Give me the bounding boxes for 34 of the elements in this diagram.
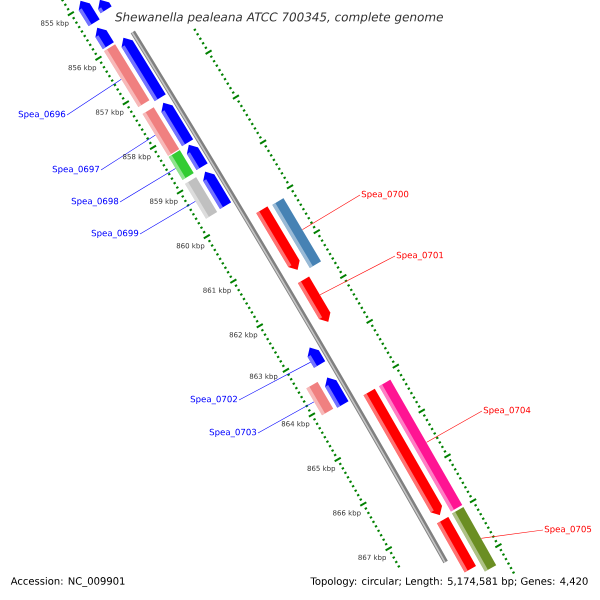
title: Shewanella pealeana ATCC 700345, complete genome — [115, 12, 443, 24]
gene-label: Spea_0699 — [92, 230, 138, 238]
gene-feature — [122, 38, 166, 102]
genome-stats: Topology: circular; Length: 5,174,581 bp; Genes: 4,420 — [310, 577, 588, 587]
gene-label: Spea_0703 — [210, 428, 256, 438]
gene-label: Spea_0705 — [544, 526, 592, 534]
gene-bar — [379, 380, 462, 512]
gene-feature — [161, 102, 194, 146]
leader-line — [120, 168, 176, 202]
leader-line — [481, 530, 544, 539]
gene-feature — [325, 378, 349, 408]
leader-line — [320, 256, 396, 296]
leader-line — [66, 79, 122, 116]
leader-line — [100, 134, 156, 170]
gene-feature — [186, 144, 208, 170]
gene-feature — [308, 348, 326, 368]
leader-line — [140, 201, 196, 234]
leader-line — [238, 362, 311, 400]
gene-feature — [98, 0, 112, 14]
gene-label: Spea_0697 — [52, 166, 100, 174]
accession-label: Accession: NC_009901 — [10, 577, 124, 587]
gene-bar — [452, 507, 496, 572]
gene-label: Spea_0696 — [18, 110, 66, 120]
gene-label: Spea_0701 — [396, 252, 444, 260]
gene-label: Spea_0698 — [72, 198, 118, 206]
gene-label: Spea_0700 — [362, 190, 408, 200]
gene-feature — [203, 172, 232, 209]
leader-line — [302, 194, 360, 230]
gene-feature — [95, 28, 114, 50]
gene-feature — [298, 276, 330, 322]
gene-label: Spea_0702 — [190, 396, 237, 404]
gene-label: Spea_0704 — [484, 406, 530, 416]
leader-line — [258, 402, 314, 434]
gene-bar — [272, 198, 322, 268]
